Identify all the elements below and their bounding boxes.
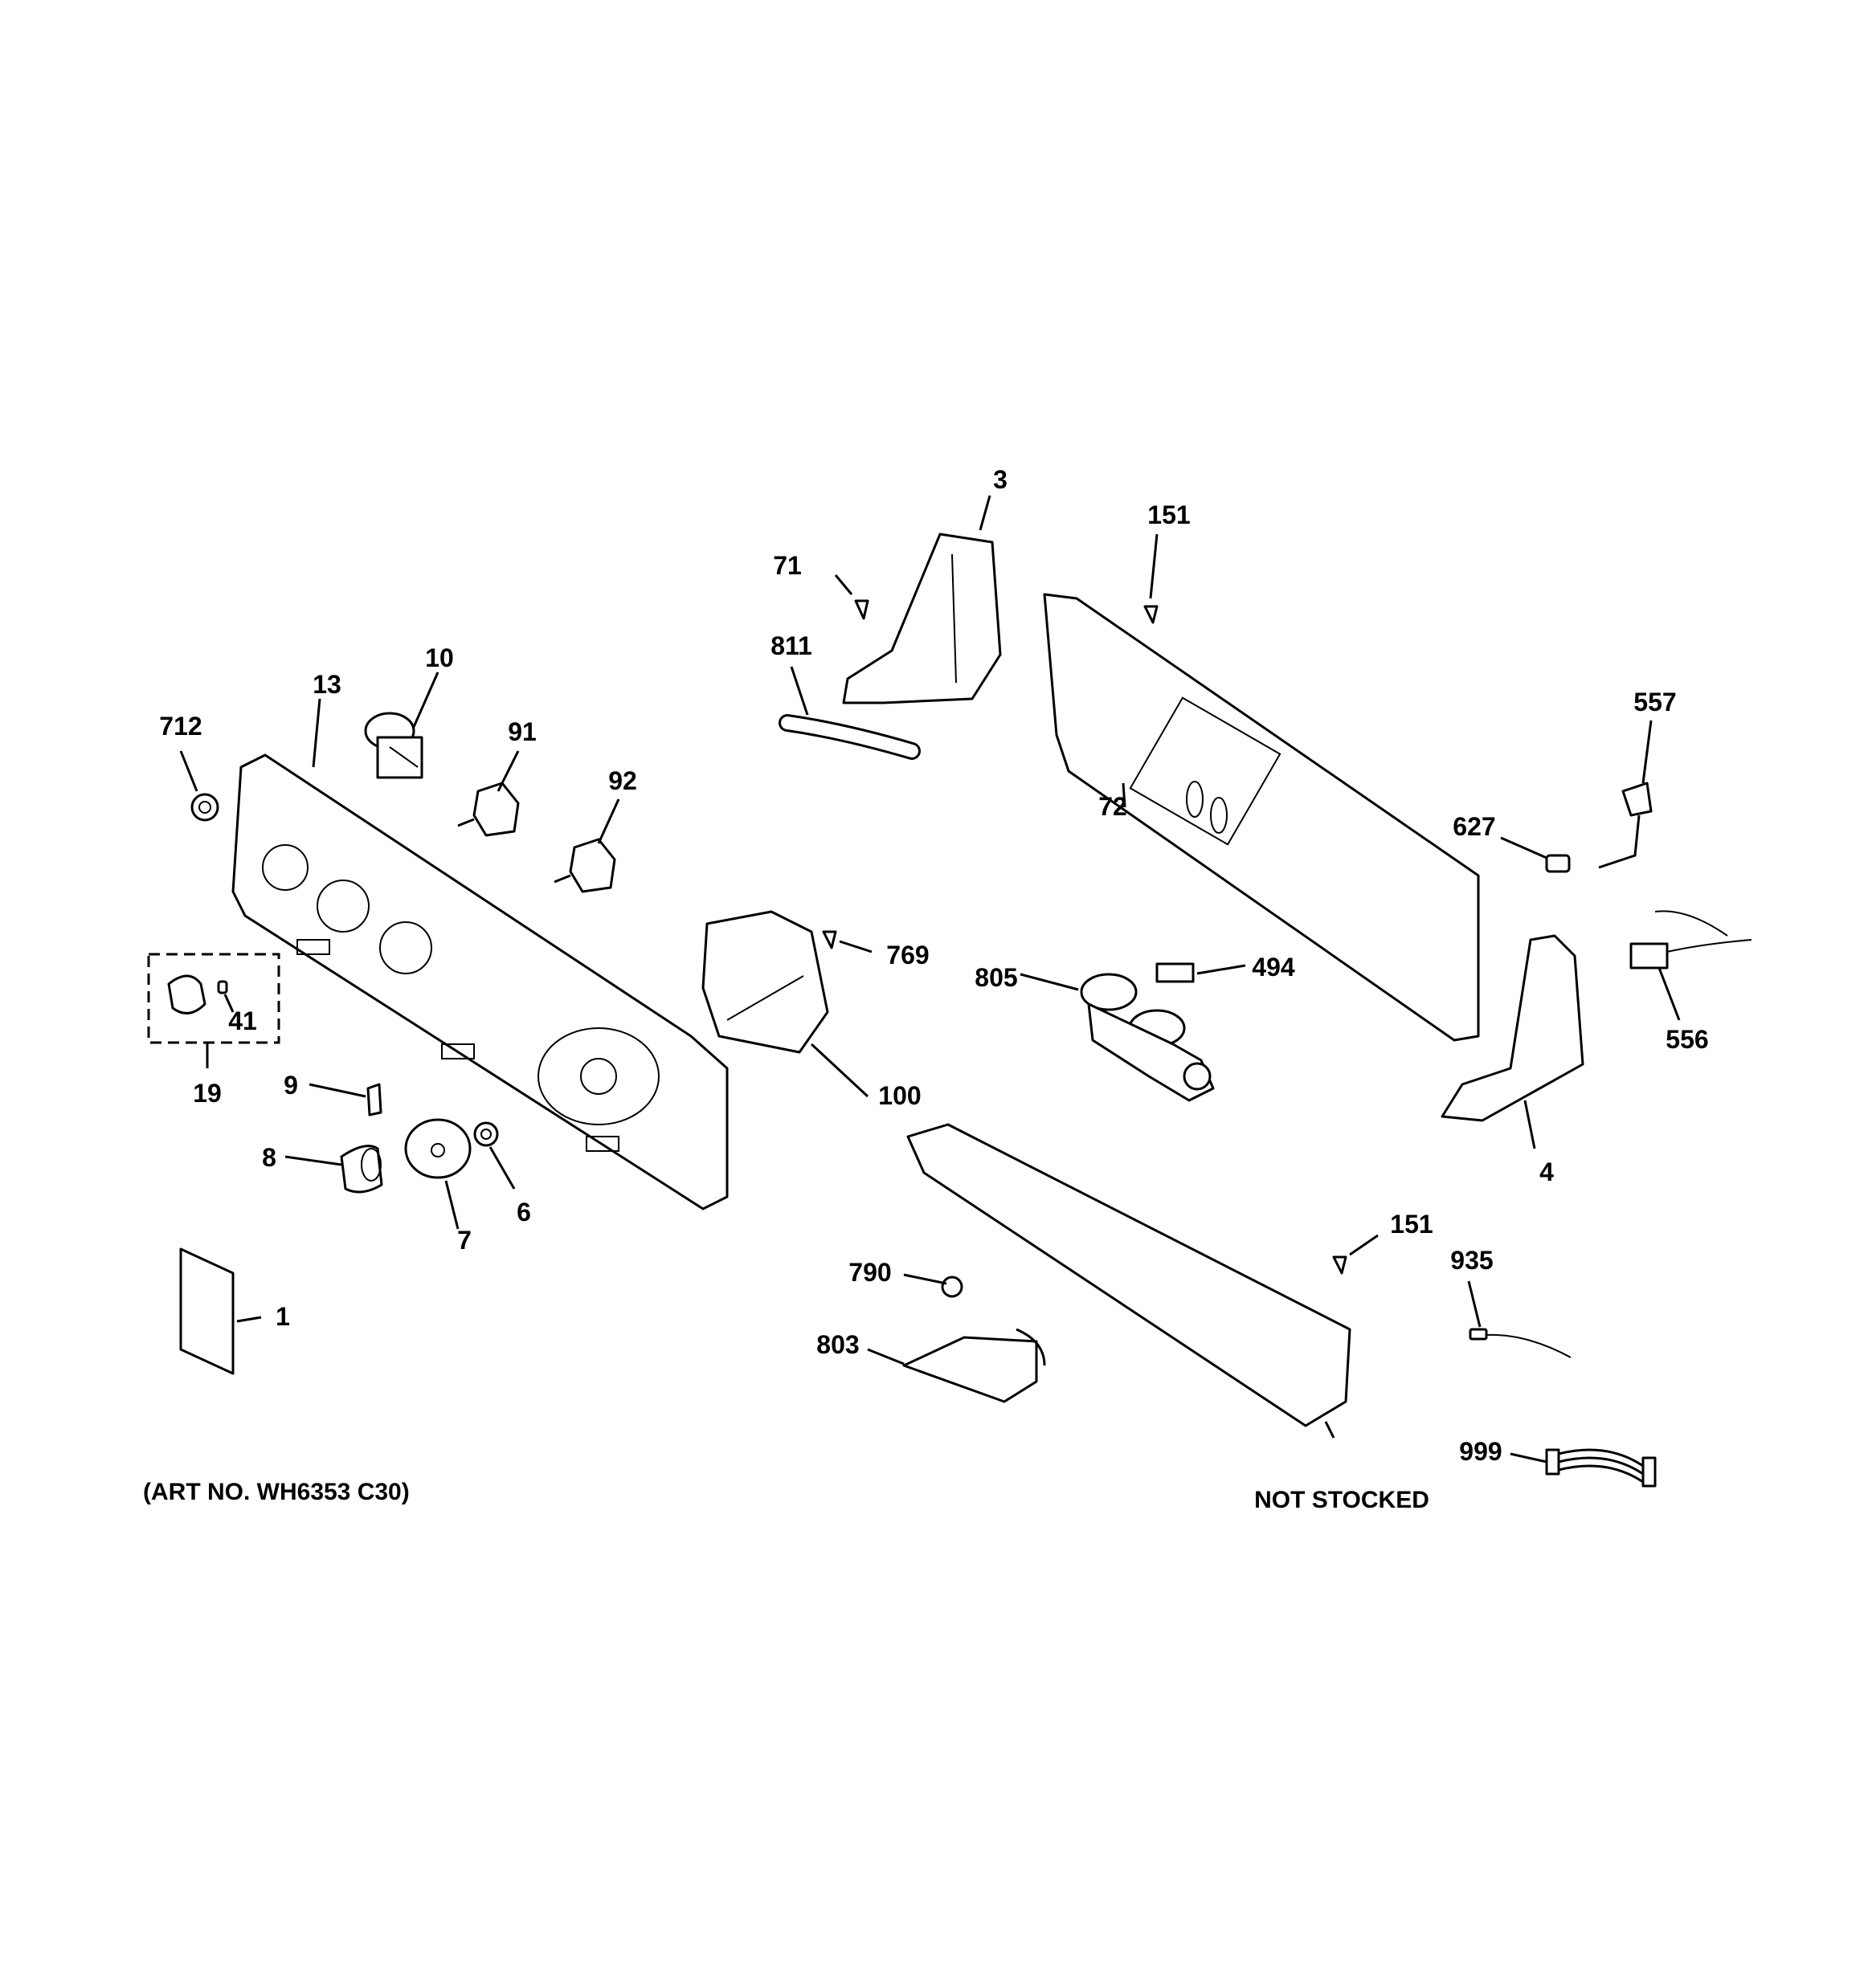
label-41: 41 xyxy=(228,1006,257,1035)
label-10: 10 xyxy=(425,643,454,672)
part-151-screw-top xyxy=(1143,605,1159,624)
part-712-seal xyxy=(190,793,219,822)
label-935: 935 xyxy=(1450,1246,1493,1275)
label-4: 4 xyxy=(1539,1157,1554,1186)
part-100-timer xyxy=(701,910,829,1054)
part-769-screw xyxy=(822,930,837,949)
label-790: 790 xyxy=(848,1258,891,1287)
part-knob xyxy=(167,974,228,1014)
part-6-nut xyxy=(473,1121,499,1147)
label-1: 1 xyxy=(276,1302,290,1331)
label-92: 92 xyxy=(608,766,637,795)
part-556-harness xyxy=(1629,910,1752,970)
not-stocked-label: NOT STOCKED xyxy=(1254,1487,1429,1513)
part-494-terminal xyxy=(1155,962,1195,983)
part-control-panel xyxy=(231,753,729,1210)
label-100: 100 xyxy=(878,1081,921,1110)
part-pressure-switch xyxy=(364,712,423,779)
label-19: 19 xyxy=(193,1079,222,1108)
part-1-literature xyxy=(179,1247,235,1375)
part-bottom-panel-not-stocked xyxy=(906,1123,1351,1427)
label-151: 151 xyxy=(1147,500,1190,529)
part-803-dispenser xyxy=(902,1328,1046,1403)
part-switch-92 xyxy=(554,838,616,893)
part-805-water-valve xyxy=(1080,973,1215,1102)
part-557-cord xyxy=(1598,782,1653,869)
label-6: 6 xyxy=(517,1198,531,1227)
label-9: 9 xyxy=(284,1071,298,1100)
label-712: 712 xyxy=(159,712,202,741)
label-7: 7 xyxy=(457,1226,472,1255)
part-9-clip xyxy=(366,1083,382,1116)
label-71: 71 xyxy=(773,551,802,580)
part-7-dial xyxy=(404,1118,472,1179)
label-627: 627 xyxy=(1453,812,1495,841)
part-71-screw xyxy=(854,599,869,620)
label-811: 811 xyxy=(770,631,812,660)
part-627-grommet xyxy=(1545,854,1571,873)
label-13: 13 xyxy=(313,670,341,699)
part-935-wire xyxy=(1469,1328,1572,1358)
part-3-endcap-left xyxy=(842,533,1002,704)
label-8: 8 xyxy=(262,1143,276,1172)
label-556: 556 xyxy=(1666,1025,1708,1054)
leader-lines xyxy=(179,495,1681,1463)
part-151-screw-bottom xyxy=(1332,1255,1347,1275)
label-151-bottom: 151 xyxy=(1390,1210,1433,1239)
part-72-backsplash xyxy=(1043,593,1480,1042)
label-72: 72 xyxy=(1098,792,1127,821)
art-number-caption: (ART NO. WH6353 C30) xyxy=(143,1479,410,1505)
kit-19-box xyxy=(147,953,280,1044)
part-8-knob xyxy=(340,1145,383,1194)
part-4-endcap-right xyxy=(1441,934,1584,1122)
label-803: 803 xyxy=(816,1330,859,1359)
part-labels: 3 151 71 811 10 13 557 712 91 92 627 72 … xyxy=(143,465,1709,1513)
label-557: 557 xyxy=(1633,688,1676,716)
part-switch-91 xyxy=(457,782,520,837)
label-91: 91 xyxy=(508,717,537,746)
part-811-tube xyxy=(779,714,921,760)
label-494: 494 xyxy=(1252,953,1295,982)
part-999-harness xyxy=(1545,1448,1657,1488)
label-999: 999 xyxy=(1459,1437,1502,1466)
label-805: 805 xyxy=(975,963,1017,992)
label-3: 3 xyxy=(993,465,1008,494)
part-790-clamp xyxy=(941,1276,963,1298)
label-769: 769 xyxy=(886,941,929,970)
